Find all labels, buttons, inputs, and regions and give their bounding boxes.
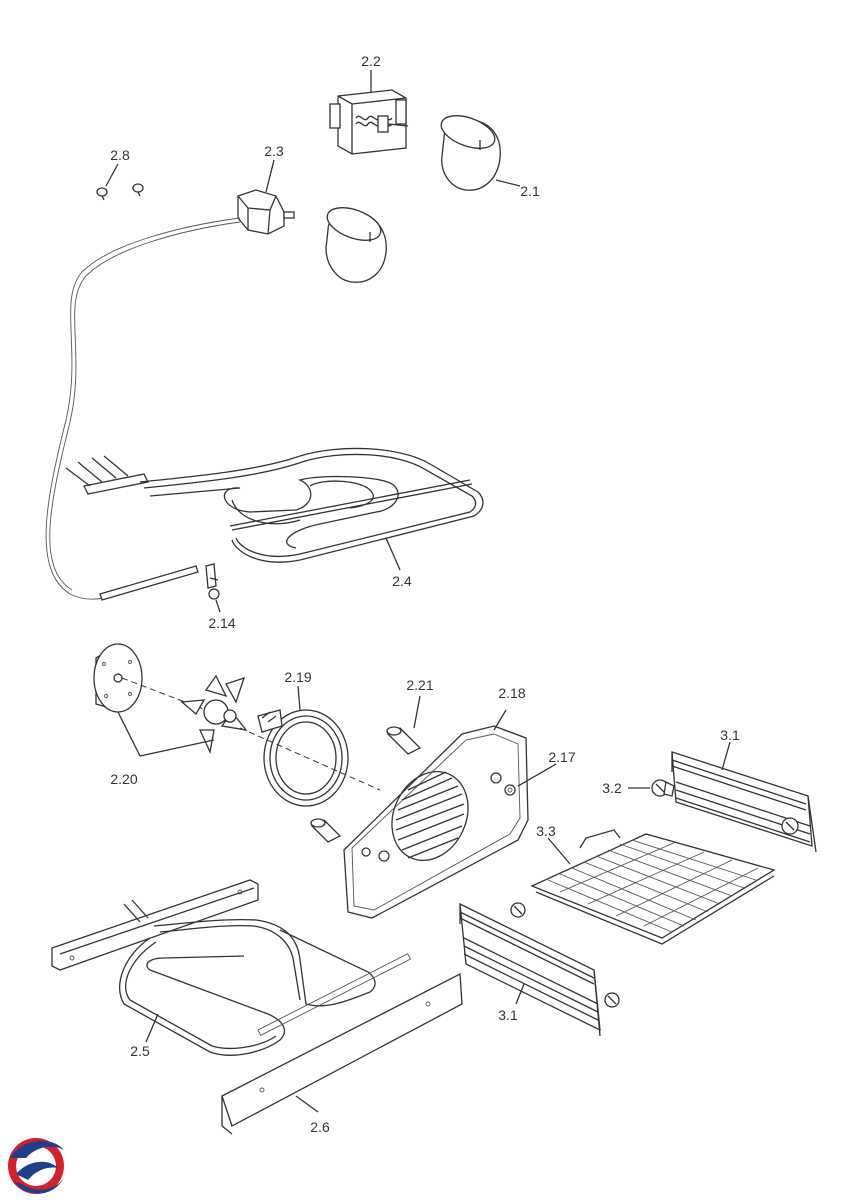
part-3-2-bolt xyxy=(651,779,675,797)
part-2-8-screws xyxy=(96,183,144,201)
label-2-4: 2.4 xyxy=(392,573,412,589)
label-2-5: 2.5 xyxy=(130,1043,150,1059)
part-2-18-fan-cover xyxy=(343,725,529,919)
thermostat-bulb xyxy=(99,565,199,601)
label-2-18: 2.18 xyxy=(498,685,525,701)
label-2-20: 2.20 xyxy=(110,771,137,787)
part-knob-duplicate xyxy=(325,207,387,283)
label-2-1: 2.1 xyxy=(520,183,540,199)
brand-logo-icon xyxy=(8,1138,64,1194)
label-3-3: 3.3 xyxy=(536,823,556,839)
part-2-2-switch xyxy=(329,89,409,155)
label-2-2: 2.2 xyxy=(361,53,381,69)
capillary-tube xyxy=(45,217,241,600)
label-3-1-upper: 3.1 xyxy=(720,727,740,743)
part-3-1-side-rail-upper xyxy=(671,751,817,853)
part-2-3-thermostat xyxy=(237,189,295,235)
part-2-5-bottom-element xyxy=(51,879,376,1056)
label-2-21: 2.21 xyxy=(406,677,433,693)
fan-cover-grille xyxy=(391,770,469,862)
part-2-20-fan-motor xyxy=(93,643,143,713)
part-2-19-circular-element xyxy=(257,709,349,807)
label-3-1-lower: 3.1 xyxy=(498,1007,518,1023)
label-2-19: 2.19 xyxy=(284,669,311,685)
label-2-3: 2.3 xyxy=(264,143,284,159)
part-3-1-side-rail-lower xyxy=(459,902,620,1037)
part-2-1-knob xyxy=(440,115,501,191)
label-2-8: 2.8 xyxy=(110,147,130,163)
shelf-wires xyxy=(547,839,759,933)
label-2-6: 2.6 xyxy=(310,1119,330,1135)
part-2-14-clip xyxy=(205,563,220,600)
part-2-21-spacers xyxy=(310,726,422,843)
label-3-2: 3.2 xyxy=(602,780,622,796)
label-2-14: 2.14 xyxy=(208,615,235,631)
part-2-4-grill-element xyxy=(65,447,484,563)
part-2-6-base-plate xyxy=(221,953,463,1135)
label-2-17: 2.17 xyxy=(548,749,575,765)
part-3-3-wire-shelf xyxy=(530,829,776,945)
